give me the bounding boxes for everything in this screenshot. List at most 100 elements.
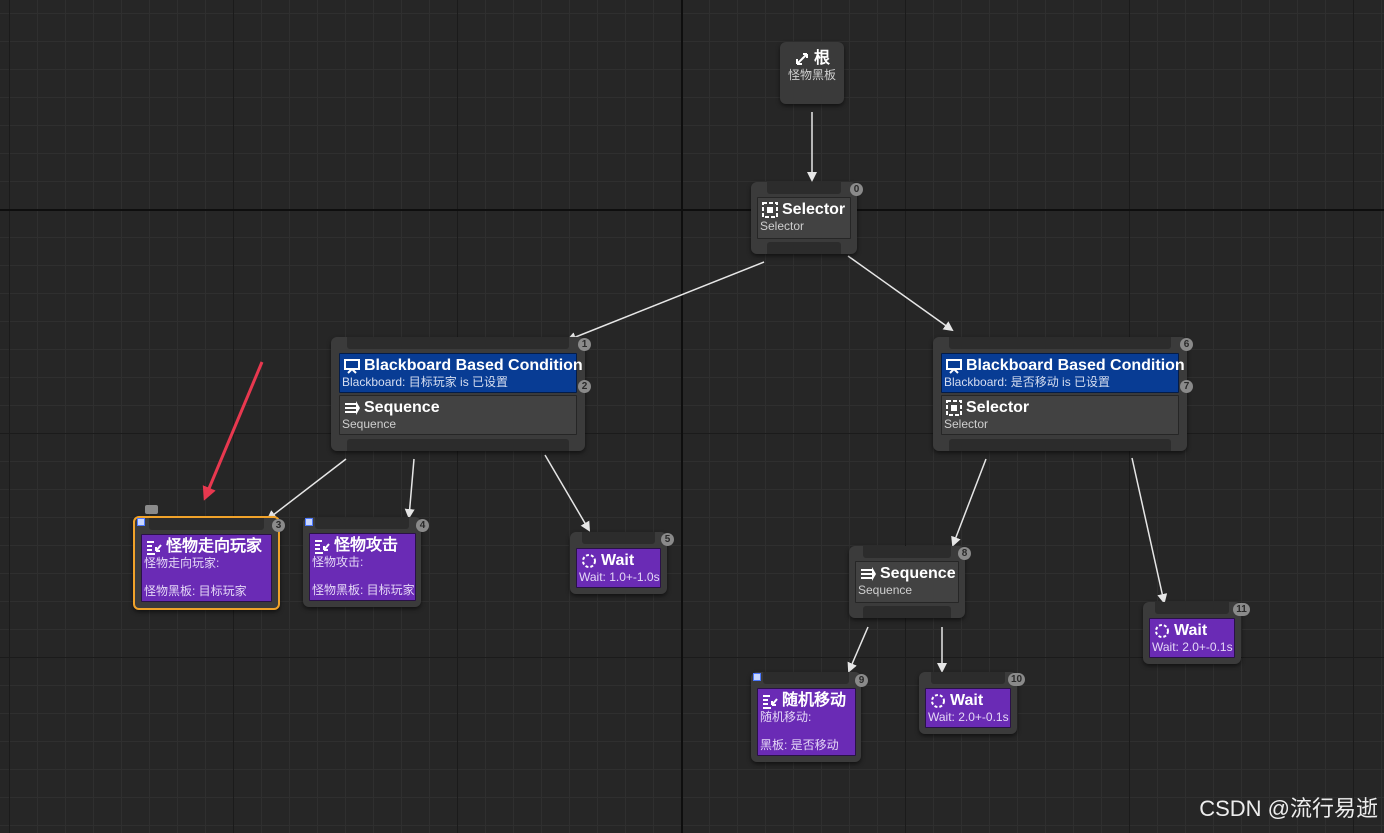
grid-axis-horizontal — [0, 209, 1384, 211]
blackboard-decorator-left[interactable]: Blackboard Based Condition Blackboard: 目… — [339, 353, 583, 393]
sequence-8-title: Sequence — [880, 565, 956, 582]
execution-index-badge: 4 — [416, 519, 429, 532]
sequence-8-body[interactable]: Sequence Sequence — [855, 561, 959, 603]
wait-5-body[interactable]: Wait Wait: 1.0+-1.0s — [576, 548, 661, 588]
wait-node-11[interactable]: Wait Wait: 2.0+-0.1s — [1143, 602, 1241, 664]
selector-icon — [762, 202, 778, 218]
left-branch-node[interactable]: Blackboard Based Condition Blackboard: 目… — [331, 337, 585, 451]
task-icon — [763, 695, 778, 709]
wait-11-body[interactable]: Wait Wait: 2.0+-0.1s — [1149, 618, 1235, 658]
task-node-4[interactable]: 怪物攻击 怪物攻击: 怪物黑板: 目标玩家 — [303, 517, 421, 607]
selector-node-0[interactable]: Selector Selector — [751, 182, 857, 254]
task-icon — [147, 541, 162, 555]
selector-right[interactable]: Selector Selector — [941, 395, 1179, 435]
wire-sel-wait11 — [1131, 457, 1168, 604]
input-pin[interactable] — [863, 546, 951, 558]
execution-index-badge: 11 — [1233, 603, 1250, 616]
root-node[interactable]: 根 怪物黑板 — [780, 42, 844, 104]
task-9-line2: 黑板: 是否移动 — [760, 738, 839, 752]
input-pin[interactable] — [347, 337, 569, 349]
wait-11-subtitle: Wait: 2.0+-0.1s — [1152, 640, 1233, 654]
root-branch-icon — [795, 53, 808, 65]
wait-icon — [582, 554, 596, 568]
right-branch-node[interactable]: Blackboard Based Condition Blackboard: 是… — [933, 337, 1187, 451]
output-pin[interactable] — [347, 439, 569, 451]
wire-selector-right — [847, 255, 954, 332]
output-pin[interactable] — [949, 439, 1171, 451]
task-3-body[interactable]: 怪物走向玩家 怪物走向玩家: 怪物黑板: 目标玩家 — [141, 534, 272, 602]
sequence-node-8[interactable]: Sequence Sequence — [849, 546, 965, 618]
root-subtitle: 怪物黑板 — [787, 68, 836, 82]
task-3-line2: 怪物黑板: 目标玩家 — [144, 584, 247, 598]
sequence-icon — [345, 401, 360, 415]
sequence-8-subtitle: Sequence — [858, 583, 913, 597]
wait-10-subtitle: Wait: 2.0+-0.1s — [928, 710, 1009, 724]
breakpoint-marker-icon — [145, 505, 158, 514]
blackboard-monitor-icon — [344, 359, 360, 374]
input-pin[interactable] — [763, 672, 849, 684]
input-pin[interactable] — [767, 182, 841, 194]
selector-right-title: Selector — [966, 399, 1030, 416]
blackboard-decorator-right[interactable]: Blackboard Based Condition Blackboard: 是… — [941, 353, 1185, 393]
input-pin[interactable] — [1155, 602, 1229, 614]
task-4-line1: 怪物攻击: — [312, 555, 364, 569]
annotation-arrow — [202, 361, 264, 501]
task-3-title: 怪物走向玩家 — [166, 538, 263, 555]
execution-index-badge: 3 — [272, 519, 285, 532]
service-flag-icon — [305, 518, 313, 526]
decorator-right-subtitle: Blackboard: 是否移动 is 已设置 — [944, 375, 1111, 389]
output-pin[interactable] — [767, 242, 841, 254]
selector-0-body[interactable]: Selector Selector — [757, 197, 851, 239]
execution-index-badge: 9 — [855, 674, 868, 687]
sequence-left-title: Sequence — [364, 399, 440, 416]
execution-index-badge: 1 — [578, 338, 591, 351]
execution-index-badge: 10 — [1008, 673, 1025, 686]
selector-right-subtitle: Selector — [944, 417, 989, 431]
task-4-title: 怪物攻击 — [334, 537, 399, 554]
task-node-9[interactable]: 随机移动 随机移动: 黑板: 是否移动 — [751, 672, 861, 762]
root-title: 根 — [813, 50, 830, 67]
service-flag-icon — [137, 518, 145, 526]
sequence-icon — [861, 567, 876, 581]
wire-seq8-task9 — [847, 626, 869, 673]
task-3-line1: 怪物走向玩家: — [144, 556, 220, 570]
task-9-body[interactable]: 随机移动 随机移动: 黑板: 是否移动 — [757, 688, 856, 756]
blackboard-monitor-icon — [946, 359, 962, 374]
task-9-line1: 随机移动: — [760, 710, 812, 724]
input-pin[interactable] — [931, 672, 1005, 684]
wait-5-title: Wait — [601, 552, 635, 569]
wait-icon — [1155, 624, 1169, 638]
task-icon — [315, 540, 330, 554]
watermark: CSDN @流行易逝 — [1199, 796, 1378, 821]
selector-0-title: Selector — [782, 201, 846, 218]
wait-5-subtitle: Wait: 1.0+-1.0s — [579, 570, 660, 584]
decorator-left-title: Blackboard Based Condition — [364, 357, 583, 374]
execution-index-badge: 2 — [578, 380, 591, 393]
task-node-3[interactable]: 怪物走向玩家 怪物走向玩家: 怪物黑板: 目标玩家 — [133, 516, 280, 610]
wait-node-10[interactable]: Wait Wait: 2.0+-0.1s — [919, 672, 1017, 734]
wire-seq-task4 — [404, 458, 415, 519]
execution-index-badge: 5 — [661, 533, 674, 546]
input-pin[interactable] — [315, 517, 409, 529]
input-pin[interactable] — [149, 518, 264, 530]
wait-icon — [931, 694, 945, 708]
service-flag-icon — [753, 673, 761, 681]
sequence-left-subtitle: Sequence — [342, 417, 397, 431]
output-pin[interactable] — [863, 606, 951, 618]
decorator-right-title: Blackboard Based Condition — [966, 357, 1185, 374]
task-4-body[interactable]: 怪物攻击 怪物攻击: 怪物黑板: 目标玩家 — [309, 533, 416, 601]
sequence-left[interactable]: Sequence Sequence — [339, 395, 577, 435]
wait-node-5[interactable]: Wait Wait: 1.0+-1.0s — [570, 532, 667, 594]
input-pin[interactable] — [582, 532, 655, 544]
wire-selector-left — [566, 261, 765, 342]
decorator-left-subtitle: Blackboard: 目标玩家 is 已设置 — [342, 375, 509, 389]
selector-icon — [946, 400, 962, 416]
execution-index-badge: 8 — [958, 547, 971, 560]
input-pin[interactable] — [949, 337, 1171, 349]
wait-11-title: Wait — [1174, 622, 1208, 639]
wire-seq-task3 — [266, 458, 347, 521]
wait-10-body[interactable]: Wait Wait: 2.0+-0.1s — [925, 688, 1011, 728]
wire-sel-seq8 — [951, 458, 987, 547]
grid-axis-vertical — [681, 0, 683, 833]
execution-index-badge: 0 — [850, 183, 863, 196]
